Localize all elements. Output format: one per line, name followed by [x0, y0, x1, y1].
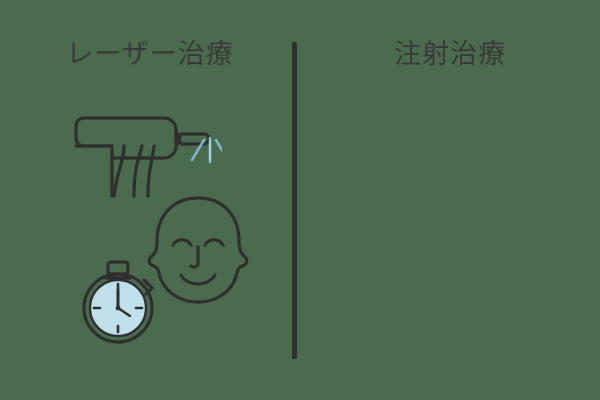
- face-happy-icon: [143, 193, 253, 307]
- vertical-divider: [292, 42, 297, 359]
- panel-title-injection: 注射治療: [394, 39, 506, 70]
- panel-title-laser: レーザー治療: [66, 39, 234, 70]
- laser-device-icon: [72, 100, 222, 200]
- panel-injection-treatment: 注射治療: [300, 0, 600, 400]
- stopwatch-icon: [72, 252, 168, 348]
- panel-laser-treatment: レーザー治療: [66, 39, 253, 348]
